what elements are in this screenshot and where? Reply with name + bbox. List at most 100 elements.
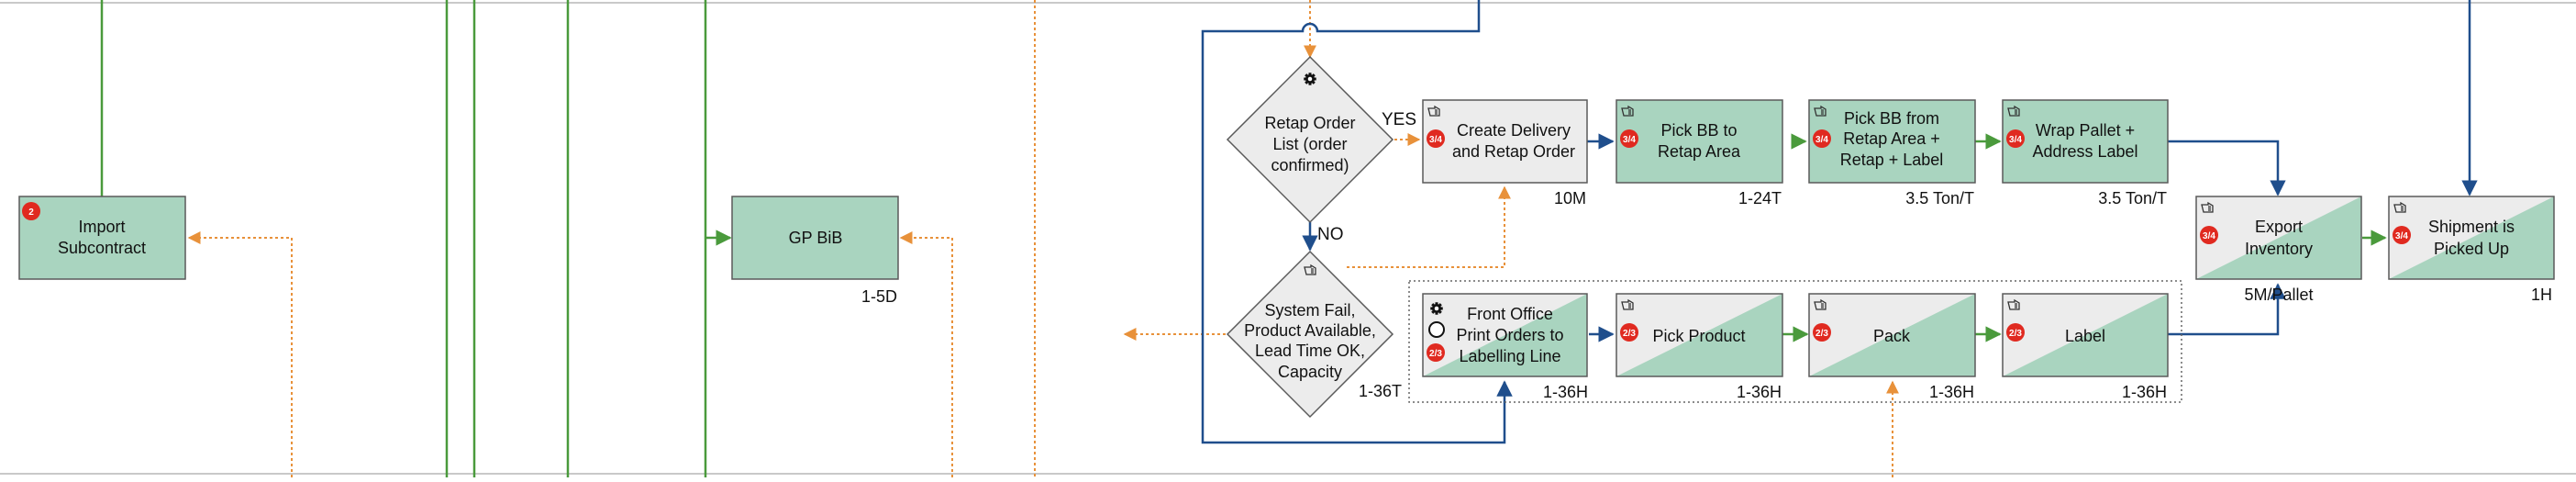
badge-circle (2200, 226, 2218, 244)
badge-circle (1813, 129, 1831, 148)
hand-icon (1427, 105, 1440, 117)
time-label: 1-24T (1738, 189, 1782, 207)
badge-number: 3/4 (2203, 231, 2215, 241)
blue-loop-connector (1201, 0, 1513, 444)
box-label-line: Print Orders to (1456, 326, 1563, 344)
box-label-line: Wrap Pallet + (2036, 121, 2135, 140)
time-label: 1-5D (861, 287, 897, 306)
time-label: 1-36H (1929, 383, 1974, 401)
box-bg (18, 196, 186, 280)
box-label-line: Pick BB to (1660, 121, 1737, 140)
box-label-line: Export (2255, 218, 2303, 236)
time-label: 5M/Pallet (2244, 286, 2313, 304)
box-label-line: Subcontract (58, 239, 146, 257)
badge-circle (2393, 226, 2411, 244)
badge-circle (1427, 129, 1445, 148)
process-box-pick-bb-retap[interactable]: Pick BB to Retap Area 3/4 1-24T (1616, 99, 1783, 207)
badge-circle (1427, 343, 1445, 362)
hand-icon (1621, 105, 1634, 117)
box-fill (2196, 196, 2361, 279)
process-box-label[interactable]: Label 2/3 1-36H (2002, 293, 2169, 401)
badge-circle (1620, 323, 1638, 342)
badge-circle (2006, 323, 2025, 342)
decision-label-line: Lead Time OK, (1255, 342, 1365, 360)
hand-icon (1621, 298, 1634, 310)
badge-number: 2 (28, 207, 34, 218)
hand-icon (2201, 201, 2214, 213)
box-fill (1423, 294, 1587, 376)
decision-label-line: List (order (1272, 135, 1347, 153)
diamond-shape (1226, 250, 1394, 419)
box-label-line: Inventory (2245, 240, 2313, 258)
dotted-connector-import (187, 231, 293, 477)
labelling-line-group (1408, 280, 2182, 403)
badge-circle (2006, 129, 2025, 148)
time-label: 1-36H (2122, 383, 2167, 401)
time-label: 1-36H (1737, 383, 1782, 401)
badge-number: 2/3 (1815, 329, 1828, 339)
hand-icon (2393, 201, 2406, 213)
decision-label-line: Capacity (1278, 363, 1342, 381)
box-bg (2002, 99, 2169, 184)
box-label-line: Pick Product (1652, 327, 1745, 345)
decision-label-line: Product Available, (1244, 321, 1376, 340)
box-label-line: Pack (1873, 327, 1911, 345)
hand-icon (1814, 105, 1827, 117)
time-label: 10M (1554, 189, 1586, 207)
decision-label-line: Retap Order (1264, 114, 1355, 132)
badge-circle (1813, 323, 1831, 342)
badge-number: 3/4 (1815, 135, 1828, 145)
no-label: NO (1317, 225, 1344, 244)
box-bg (1616, 99, 1783, 184)
box-fill (1809, 294, 1975, 376)
box-fill (2003, 294, 2168, 376)
box-label-line: Import (78, 218, 125, 236)
box-label-line: Retap Area + (1843, 129, 1940, 148)
badge-circle (1620, 129, 1638, 148)
box-label-line: Shipment is (2428, 218, 2515, 236)
box-label-line: Retap Area (1658, 142, 1741, 161)
time-label: 1-36T (1359, 382, 1402, 400)
box-bg (731, 196, 899, 280)
hand-icon (2007, 298, 2020, 310)
decision-label-line: confirmed) (1271, 156, 1349, 174)
gear-icon (1430, 302, 1443, 315)
hand-icon (2007, 105, 2020, 117)
badge-number: 2/3 (2009, 329, 2022, 339)
box-label-line: Front Office (1467, 305, 1553, 323)
connector-label-to-export (2168, 283, 2286, 336)
gear-icon (1304, 73, 1316, 85)
diamond-shape (1226, 55, 1394, 224)
circle-icon (1428, 321, 1445, 338)
box-label-line: Retap + Label (1840, 151, 1944, 169)
connector-wrap-to-export (2168, 140, 2286, 196)
badge-number: 3/4 (1429, 135, 1442, 145)
process-box-pick-product[interactable]: Pick Product 2/3 1-36H (1616, 293, 1783, 401)
decision-system-fail[interactable]: System Fail,Product Available,Lead Time … (1226, 250, 1402, 419)
box-fill (1616, 294, 1782, 376)
time-label: 1-36H (1543, 383, 1588, 401)
box-bg (1422, 99, 1588, 184)
dotted-connector-syscheck (1347, 185, 1511, 268)
badge-number: 3/4 (1623, 135, 1636, 145)
hand-icon (1814, 298, 1827, 310)
process-box-pack[interactable]: Pack 2/3 1-36H (1808, 293, 1976, 401)
box-label-line: Label (2065, 327, 2105, 345)
box-fill (2389, 196, 2554, 279)
box-label-line: Address Label (2032, 142, 2137, 161)
badge-number: 2/3 (1623, 329, 1636, 339)
badge-number: 3/4 (2009, 135, 2022, 145)
badge-number: 2/3 (1429, 349, 1442, 359)
badge-number: 3/4 (2395, 231, 2408, 241)
